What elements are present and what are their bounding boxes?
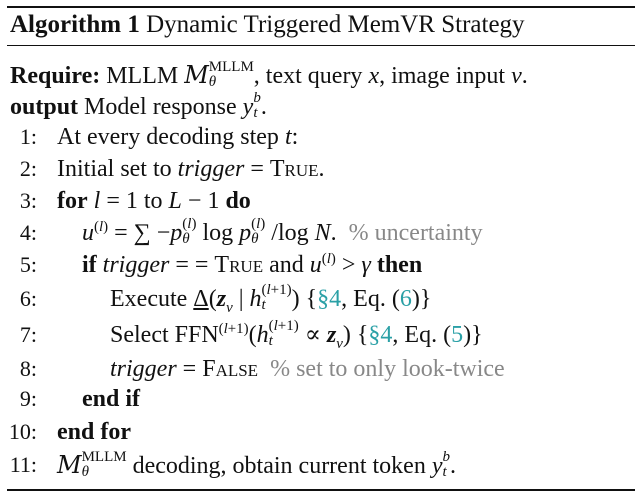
step-line-4: u(l) = ∑ −p(l)θ log p(l)θ /log N. % unce… — [82, 216, 483, 248]
algorithm-title: Algorithm 1 Dynamic Triggered MemVR Stra… — [10, 11, 525, 39]
equation-ref[interactable]: 5 — [451, 322, 464, 348]
step-line-7: Select FFN(l+1)(h(l+1)t ∝ zv) {§4, Eq. (… — [110, 318, 483, 352]
step-line-5: if trigger = = True and u(l) > γ then — [82, 251, 423, 278]
line-number: 10: — [8, 419, 37, 444]
line-number: 7: — [19, 322, 37, 347]
step-line-3: for l = 1 to L − 1 do — [57, 188, 251, 214]
line-number: 9: — [19, 386, 37, 411]
uncertainty-comment: % uncertainty — [348, 220, 483, 246]
look-twice-comment: % set to only look-twice — [270, 356, 505, 382]
require-keyword: Require: — [10, 63, 101, 89]
line-number: 6: — [19, 286, 37, 311]
top-rule — [7, 6, 635, 8]
algorithm-name: Dynamic Triggered MemVR Strategy — [146, 11, 525, 38]
bottom-rule — [7, 489, 635, 491]
section-ref[interactable]: §4 — [368, 322, 393, 348]
line-number: 5: — [19, 252, 37, 277]
line-number: 4: — [19, 220, 37, 245]
equation-ref[interactable]: 6 — [399, 286, 412, 312]
title-rule — [7, 45, 635, 46]
line-number: 8: — [19, 356, 37, 381]
line-number: 2: — [19, 156, 37, 181]
step-line-9: end if — [82, 386, 141, 412]
step-line-10: end for — [57, 419, 131, 445]
line-number: 11: — [9, 452, 37, 477]
output-keyword: output — [10, 94, 79, 120]
line-number: 1: — [19, 124, 37, 149]
step-line-6: Execute Δ(zv | h(l+1)t) {§4, Eq. (6)} — [110, 282, 432, 316]
step-line-2: Initial set to trigger = True. — [57, 156, 325, 182]
step-line-8: trigger = False % set to only look-twice — [110, 356, 505, 382]
line-number: 3: — [19, 188, 37, 213]
step-line-1: At every decoding step t: — [57, 124, 299, 150]
algorithm-label: Algorithm 1 — [10, 11, 140, 38]
section-ref[interactable]: §4 — [317, 286, 342, 312]
